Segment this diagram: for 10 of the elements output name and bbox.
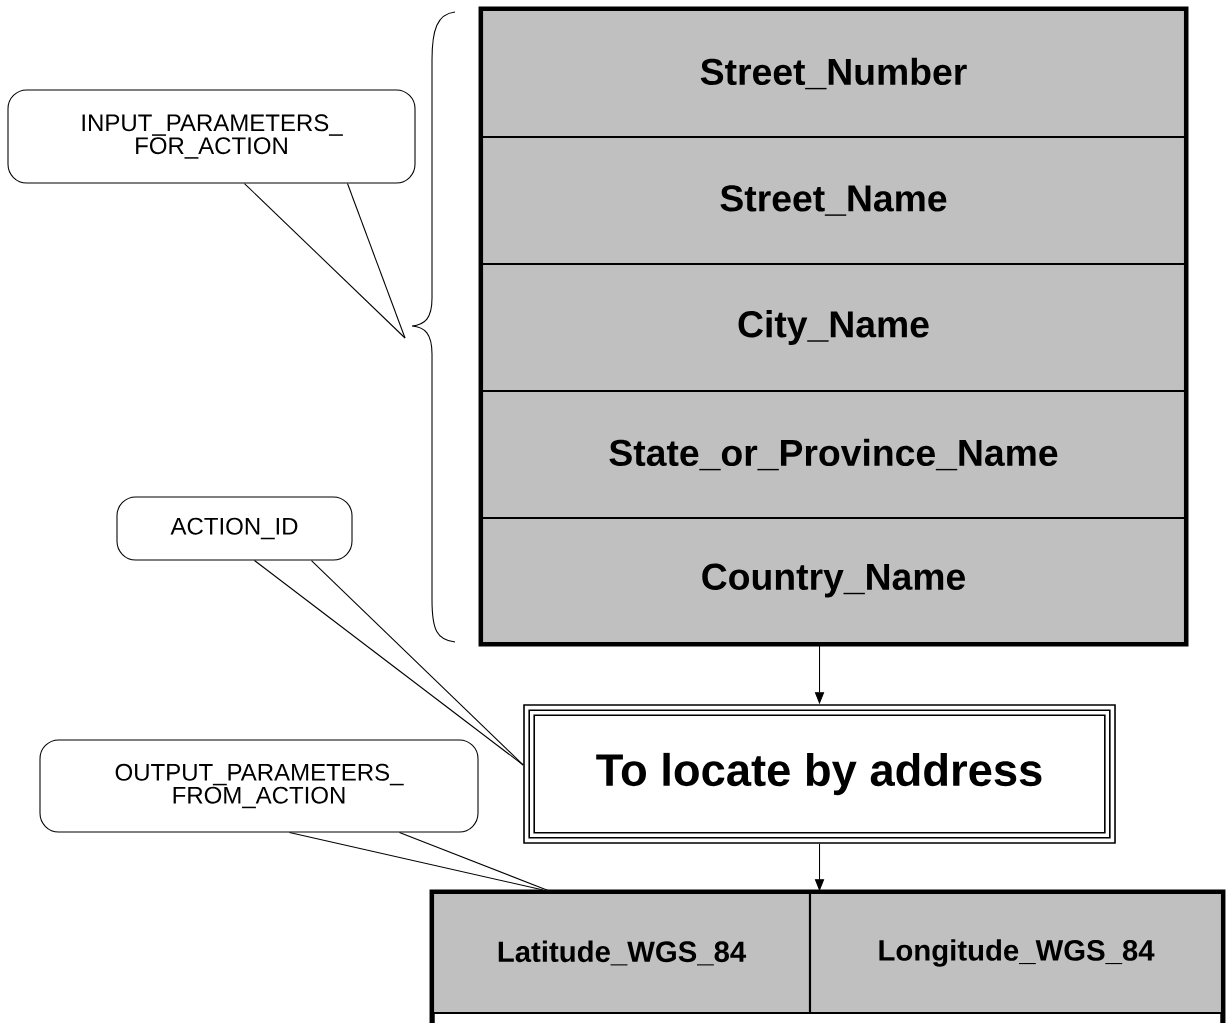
parameter-cell: Street_Number [480, 8, 1187, 139]
parameter-cell: Country_Name [480, 516, 1187, 645]
speech-bubble: ACTION_ID [116, 496, 353, 561]
parameter-cell: Street_Name [480, 135, 1187, 266]
speech-bubble: INPUT_PARAMETERS_ FOR_ACTION [7, 89, 416, 184]
parameter-cell: City_Name [480, 262, 1187, 393]
parameter-cell: Longitude_WGS_84 [808, 891, 1224, 1015]
parameter-cell: Latitude_WGS_84 [431, 891, 812, 1015]
parameter-cell: State_or_Province_Name [480, 389, 1187, 520]
action-box: To locate by address [523, 704, 1116, 844]
